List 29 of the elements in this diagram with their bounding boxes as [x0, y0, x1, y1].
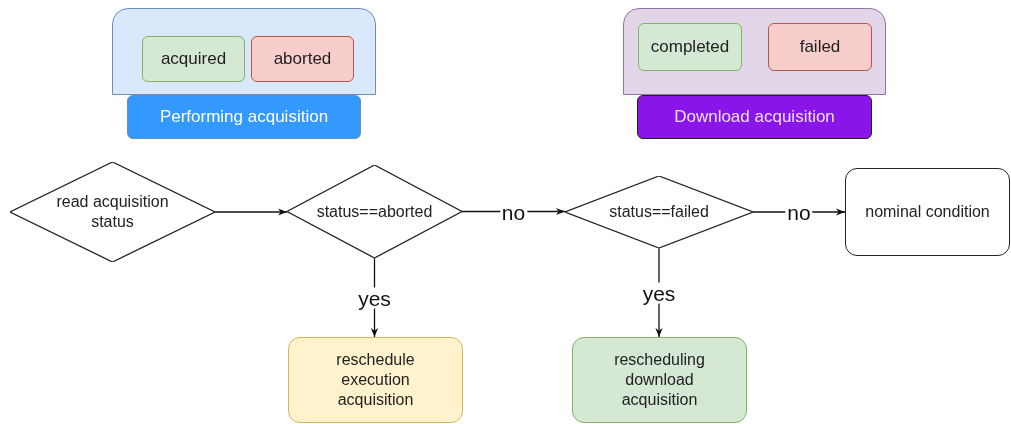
node-label: status==aborted — [315, 201, 434, 222]
header-bar — [637, 95, 872, 139]
process-box — [288, 337, 463, 423]
state-box — [638, 23, 742, 71]
node-label: status==failed — [608, 202, 710, 222]
node-label: Download acquisition — [674, 106, 835, 128]
node-label: aborted — [273, 48, 332, 70]
node-label: Performing acquisition — [159, 106, 329, 128]
group-container — [623, 8, 886, 95]
header-bar — [127, 95, 361, 139]
node-label: reschedule execution acquisition — [335, 350, 416, 410]
node-label: read acquisition status — [55, 192, 170, 232]
node-label: nominal condition — [865, 202, 990, 222]
node-label: completed — [650, 36, 730, 58]
decision-diamond — [287, 165, 462, 258]
state-box — [251, 36, 354, 82]
state-box — [142, 36, 245, 82]
process-box — [572, 337, 747, 423]
arrow — [214, 208, 288, 216]
group-container — [112, 8, 376, 95]
edge-label: yes — [640, 282, 678, 303]
edge-label: yes — [356, 287, 393, 308]
process-box — [845, 168, 1010, 256]
state-box — [768, 23, 872, 71]
node-label: rescheduling download acquisition — [613, 350, 706, 410]
node-label: acquired — [160, 48, 227, 70]
node-label: failed — [799, 36, 841, 58]
decision-diamond — [565, 176, 753, 248]
decision-diamond — [10, 162, 215, 262]
